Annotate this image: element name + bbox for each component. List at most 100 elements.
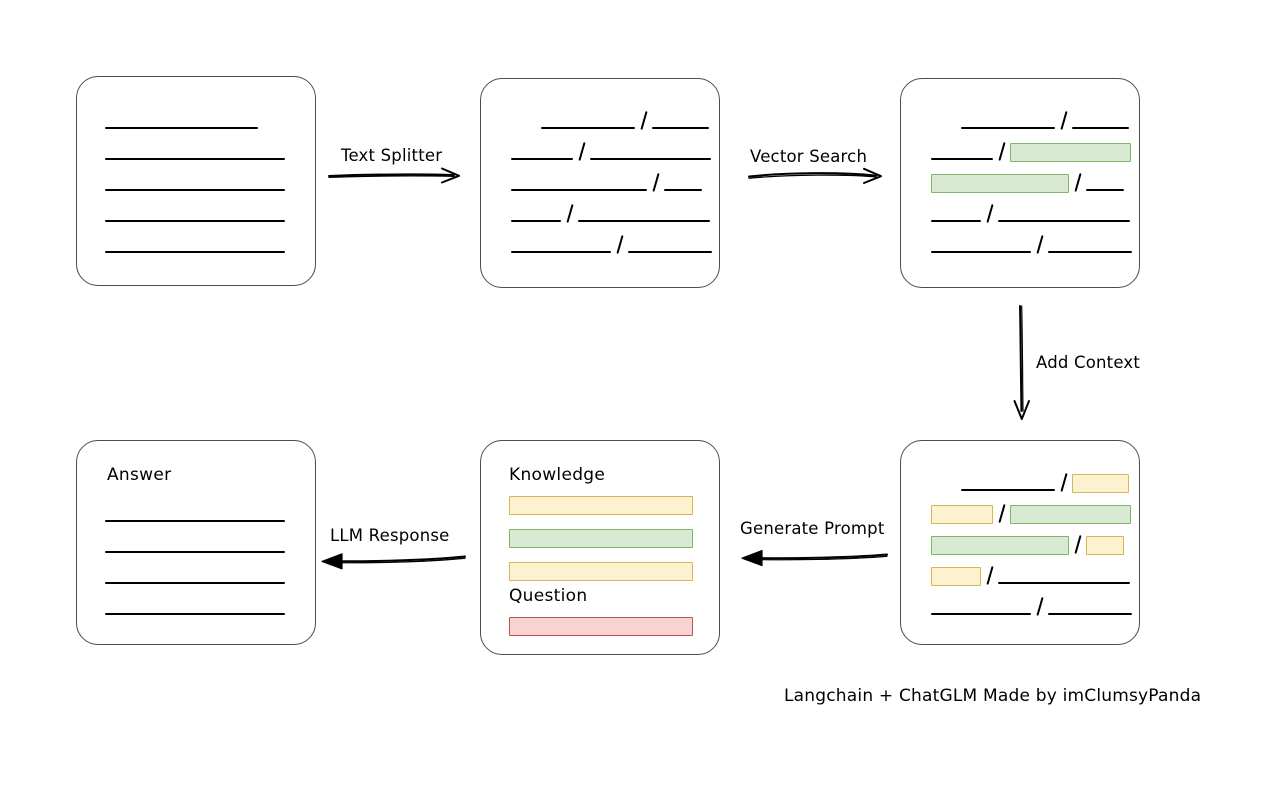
text-line	[931, 203, 981, 225]
text-line	[998, 565, 1130, 587]
chunk-row	[901, 141, 1139, 163]
edge-llm-response-label: LLM Response	[330, 526, 450, 545]
edge-text-splitter-label: Text Splitter	[341, 146, 443, 165]
doc-row	[77, 172, 315, 194]
answer-label: Answer	[107, 465, 172, 485]
source-document-rows	[77, 77, 315, 285]
separator-slash	[611, 234, 628, 256]
doc-row	[77, 203, 315, 225]
text-line	[511, 172, 647, 194]
separator-slash	[993, 141, 1010, 163]
text-line	[1048, 596, 1132, 618]
separator-slash	[993, 503, 1010, 525]
chunk-row	[901, 110, 1139, 132]
chunk-row	[901, 596, 1139, 618]
text-line	[511, 141, 573, 163]
edge-add-context-label: Add Context	[1036, 353, 1141, 372]
text-line	[105, 172, 285, 194]
answer-row	[77, 565, 315, 587]
text-line	[105, 503, 285, 525]
separator-slash	[981, 565, 998, 587]
text-line	[931, 141, 993, 163]
matched-chunk-highlight	[931, 535, 1069, 555]
chunk-row	[481, 234, 719, 256]
edge-generate-prompt-label: Generate Prompt	[740, 519, 885, 538]
context-chunk-highlight	[1086, 535, 1124, 555]
text-line	[105, 203, 285, 225]
separator-slash	[561, 203, 578, 225]
node-answer[interactable]: Answer	[76, 440, 316, 645]
answer-row	[77, 596, 315, 618]
text-line	[1072, 110, 1129, 132]
chunk-row	[481, 172, 719, 194]
text-line	[511, 203, 561, 225]
question-label: Question	[509, 586, 588, 606]
chunk-row	[901, 503, 1139, 525]
text-line	[931, 596, 1031, 618]
question-bar	[509, 617, 693, 636]
text-line	[105, 565, 285, 587]
separator-slash	[1055, 110, 1072, 132]
separator-slash	[1069, 534, 1086, 556]
text-line	[590, 141, 711, 163]
context-chunk-highlight	[931, 566, 981, 586]
context-chunk-highlight	[931, 504, 993, 524]
knowledge-bar	[509, 529, 693, 548]
chunk-row	[481, 203, 719, 225]
doc-row	[77, 234, 315, 256]
text-line	[578, 203, 710, 225]
separator-slash	[1031, 596, 1048, 618]
text-line	[105, 534, 285, 556]
matched-chunk-highlight	[931, 173, 1069, 193]
context-chunk-rows	[901, 441, 1139, 644]
node-generated-prompt[interactable]: Knowledge Question	[480, 440, 720, 655]
separator-slash	[1031, 234, 1048, 256]
text-line	[1086, 172, 1124, 194]
doc-row	[77, 110, 315, 132]
context-chunk-highlight	[1072, 473, 1129, 493]
vector-matched-rows	[901, 79, 1139, 287]
node-source-document[interactable]	[76, 76, 316, 286]
node-split-chunks[interactable]	[480, 78, 720, 288]
text-line	[105, 110, 258, 132]
answer-rows	[77, 441, 315, 644]
text-line	[961, 110, 1055, 132]
separator-slash	[1069, 172, 1086, 194]
edge-vector-search-label: Vector Search	[750, 147, 868, 166]
matched-chunk-highlight	[1010, 142, 1131, 162]
edge-generate-prompt	[740, 545, 888, 571]
chunk-row	[901, 234, 1139, 256]
chunk-row	[901, 172, 1139, 194]
text-line	[931, 234, 1031, 256]
chunk-row	[481, 141, 719, 163]
text-line	[541, 110, 635, 132]
text-line	[105, 596, 285, 618]
text-line	[1048, 234, 1132, 256]
source-document-first-line-indent	[104, 109, 133, 111]
node-vector-matched-chunks[interactable]	[900, 78, 1140, 288]
text-line	[628, 234, 712, 256]
doc-row	[77, 141, 315, 163]
separator-slash	[647, 172, 664, 194]
separator-slash	[981, 203, 998, 225]
split-chunks-rows	[481, 79, 719, 287]
chunk-row	[481, 110, 719, 132]
knowledge-bar	[509, 562, 693, 581]
separator-slash	[1055, 472, 1072, 494]
edge-llm-response	[320, 548, 466, 574]
node-context-enriched-chunks[interactable]	[900, 440, 1140, 645]
text-line	[664, 172, 702, 194]
edge-add-context	[1008, 305, 1038, 421]
text-line	[961, 472, 1055, 494]
edge-vector-search	[748, 160, 888, 186]
answer-row	[77, 503, 315, 525]
chunk-row	[901, 565, 1139, 587]
matched-chunk-highlight	[1010, 504, 1131, 524]
text-line	[652, 110, 709, 132]
separator-slash	[573, 141, 590, 163]
chunk-row	[901, 472, 1139, 494]
edge-text-splitter	[328, 160, 466, 186]
credit-text: Langchain + ChatGLM Made by imClumsyPand…	[784, 686, 1202, 706]
separator-slash	[635, 110, 652, 132]
